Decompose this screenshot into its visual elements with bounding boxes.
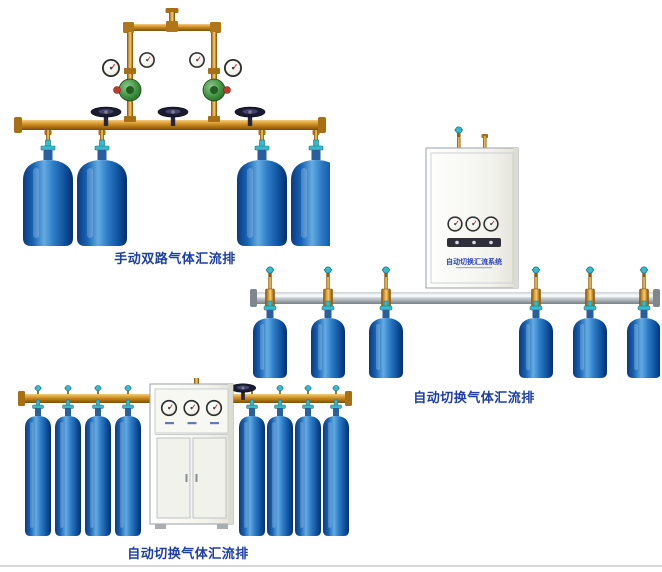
station-valve-icon [265,266,275,278]
gauge-label-mark [187,422,197,425]
pressure-gauge [223,58,243,78]
station-valve-icon [585,266,595,278]
gas-cylinder [238,399,266,537]
station-valve-icon [304,385,312,395]
gas-cylinder [266,399,294,537]
cylinder-station [114,385,142,537]
manifold-pipe [250,289,660,307]
cylinder-station [22,130,74,247]
control-cabinet: 自动切换汇流系统 [425,126,519,289]
inlet-header-pipes [123,8,221,74]
page-bottom-rule [0,565,662,567]
figure-caption-manual-dual: 手动双路气体汇流排 [114,251,236,266]
station-valve-icon [124,385,132,395]
station-valve-icon [381,266,391,278]
figure-caption-auto-switch-right: 自动切换气体汇流排 [413,390,535,405]
gas-cylinder [114,399,142,537]
pressure-regulator-left [113,74,142,120]
pressure-gauge [138,51,156,69]
manual-dual-manifold-illustration [14,8,330,247]
gas-cylinder [22,139,74,247]
cabinet-label: 自动切换汇流系统 [446,257,502,266]
cylinder-station [24,385,52,537]
pressure-gauge [160,399,178,417]
cylinder-station [236,130,288,247]
station-valve-icon [34,385,42,395]
gas-cylinder [294,399,322,537]
pressure-gauge [464,215,482,233]
door-handle [195,474,198,482]
gas-cylinder [310,300,346,378]
control-cabinet [149,378,234,529]
door-handle [185,474,188,482]
gauge-label-mark [210,422,219,425]
station-valve-icon [94,385,102,395]
auto-switch-manifold-bottom-illustration [18,378,352,537]
cabinet-foot [155,524,166,529]
pressure-gauge [182,399,201,417]
cabinet-top-valve-icon [454,126,464,138]
cylinder-station [294,385,322,537]
pressure-regulator-right [202,74,231,120]
station-valve-icon [531,266,541,278]
gas-cylinder [518,300,554,378]
cylinder-station [238,385,266,537]
cylinder-station [626,266,660,378]
station-valve-icon [639,266,649,278]
cylinder-station [54,385,82,537]
cabinet-foot [217,524,228,529]
cylinder-station [518,266,554,378]
cylinder-station [368,266,404,378]
cylinder-station [76,130,128,247]
station-valve-icon [276,385,284,395]
gas-cylinder [54,399,82,537]
station-valve-icon [332,385,340,395]
cylinder-station [290,130,330,247]
station-valve-icon [64,385,72,395]
cylinder-station [310,266,346,378]
gas-cylinder [84,399,112,537]
cylinder-station [84,385,112,537]
cylinder-station [266,385,294,537]
cylinder-station [322,385,350,537]
gas-cylinder [24,399,52,537]
cabinet-sublabel-line [456,267,492,269]
gas-cylinder [322,399,350,537]
pressure-gauge [101,58,121,78]
gas-cylinder [76,139,128,247]
cylinder-station [572,266,608,378]
pressure-gauge [446,215,464,233]
gas-cylinder [572,300,608,378]
manifold-pipe [14,116,326,133]
gas-cylinder [368,300,404,378]
gas-cylinder [252,300,288,378]
cylinder-station [252,266,288,378]
figure-caption-auto-switch-bottom: 自动切换气体汇流排 [127,546,249,561]
gas-cylinder [626,300,660,378]
pressure-gauge [482,215,500,233]
station-valve-icon [323,266,333,278]
pressure-gauge [188,51,206,69]
indicator-panel [447,238,501,247]
cabinet-doors [156,437,227,519]
gauge-label-mark [165,422,174,425]
auto-switch-manifold-illustration: 自动切换汇流系统 [250,126,660,378]
pressure-gauge [205,399,223,417]
